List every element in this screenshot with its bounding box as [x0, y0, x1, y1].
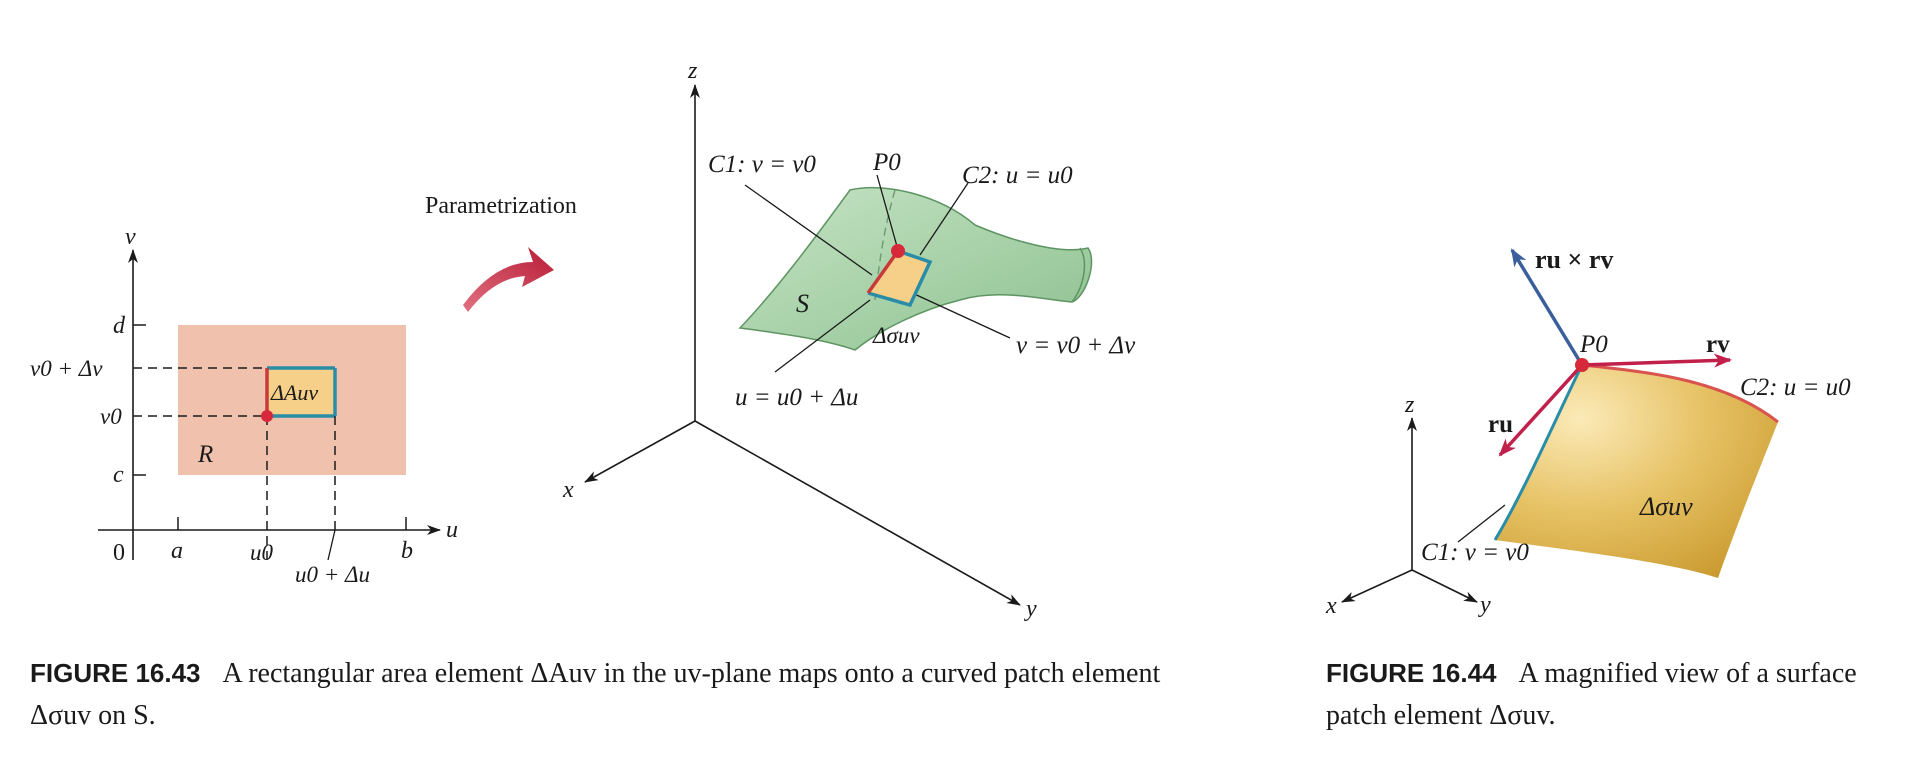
leader-v-line [909, 291, 1011, 339]
caption-43-text: A rectangular area element ΔAuv in the u… [30, 658, 1161, 731]
tick-b-label: b [401, 538, 413, 564]
curve-c1-44-label: C1: v = v0 [1421, 539, 1529, 566]
axis-x-line [584, 420, 696, 483]
patch-delta-a [267, 368, 335, 416]
axis44-y-line [1411, 569, 1478, 603]
axis44-x-line [1341, 569, 1413, 603]
axis-y-line [694, 420, 1021, 606]
vector-normal-label: ru × rv [1535, 245, 1613, 274]
surface-fold [1071, 247, 1086, 303]
axis44-z-label: z [1404, 392, 1415, 418]
curve-c2-44 [1581, 363, 1779, 424]
dashed-guides [133, 367, 336, 560]
axis-x-label: x [562, 477, 574, 503]
caption-43-label: FIGURE 16.43 [30, 658, 201, 688]
tick-v0-dv-label: v0 + Δv [30, 356, 103, 381]
tick-d-label: d [113, 313, 126, 339]
vector-rv-label: rv [1706, 331, 1730, 358]
axis44-x-label: x [1325, 593, 1337, 619]
vector-ru [1498, 363, 1584, 457]
origin-label: 0 [113, 540, 125, 566]
point-p0-44 [1575, 358, 1589, 372]
tick-v0-label: v0 [100, 404, 122, 429]
axis44-y-label: y [1478, 592, 1491, 618]
curve-c2-label: C2: u = u0 [962, 162, 1073, 189]
axis-v-label: v [125, 224, 136, 250]
tick-u0-label: u0 [250, 540, 274, 565]
leader-c1 [744, 184, 873, 276]
leader-p0 [876, 174, 899, 251]
surface-s-label: S [796, 289, 809, 318]
tick-c-label: c [113, 462, 124, 488]
magnified-patch-diagram: z x y ru × rv P0 rv ru C2: u = u0 C1: v … [1325, 245, 1851, 619]
leader-u0-du [327, 529, 336, 561]
vector-rv [1581, 353, 1732, 368]
line-u-label: u = u0 + Δu [735, 384, 858, 411]
leader-c1-44 [1457, 504, 1506, 543]
axis-z-label: z [687, 58, 698, 84]
parametrization-label: Parametrization [425, 193, 577, 219]
vector-normal [1510, 248, 1584, 366]
uv-plane-diagram: v u 0 a b c d u0 u0 + Δu v0 v0 + Δv R ΔA… [30, 224, 458, 587]
patch-sigma-red-edge [866, 249, 900, 295]
patch-44-label: Δσuv [1639, 492, 1693, 521]
tick-a-label: a [171, 538, 183, 564]
point-u0-v0 [261, 410, 273, 422]
vector-ru-label: ru [1488, 411, 1513, 438]
parametrization-arrow: Parametrization [425, 193, 577, 312]
surface-diagram: z x y C1: v = v0 P0 C2: u = u0 S Δσuv v … [562, 58, 1136, 622]
point-p0 [891, 244, 905, 258]
patch-delta-sigma-label: Δσuv [872, 323, 920, 348]
line-v-label: v = v0 + Δv [1016, 332, 1136, 359]
region-r-label: R [197, 441, 213, 468]
curve-c2-44-label: C2: u = u0 [1740, 374, 1851, 401]
patch-delta-a-label: ΔAuv [270, 380, 318, 405]
point-p0-label: P0 [872, 149, 901, 176]
axis-y-label: y [1024, 596, 1037, 622]
leader-c2 [919, 182, 969, 256]
leader-u-line [774, 299, 871, 373]
axis-u-label: u [446, 517, 458, 543]
point-p0-44-label: P0 [1579, 331, 1608, 358]
patch-44 [1495, 365, 1778, 578]
patch-sigma-teal-edges [867, 249, 933, 308]
curve-c1-44 [1493, 364, 1584, 541]
tick-u0-du-label: u0 + Δu [295, 562, 370, 587]
caption-44-text: A magnified view of a surface patch elem… [1326, 658, 1857, 731]
curve-c1-label: C1: v = v0 [708, 151, 816, 178]
caption-44-label: FIGURE 16.44 [1326, 658, 1497, 688]
